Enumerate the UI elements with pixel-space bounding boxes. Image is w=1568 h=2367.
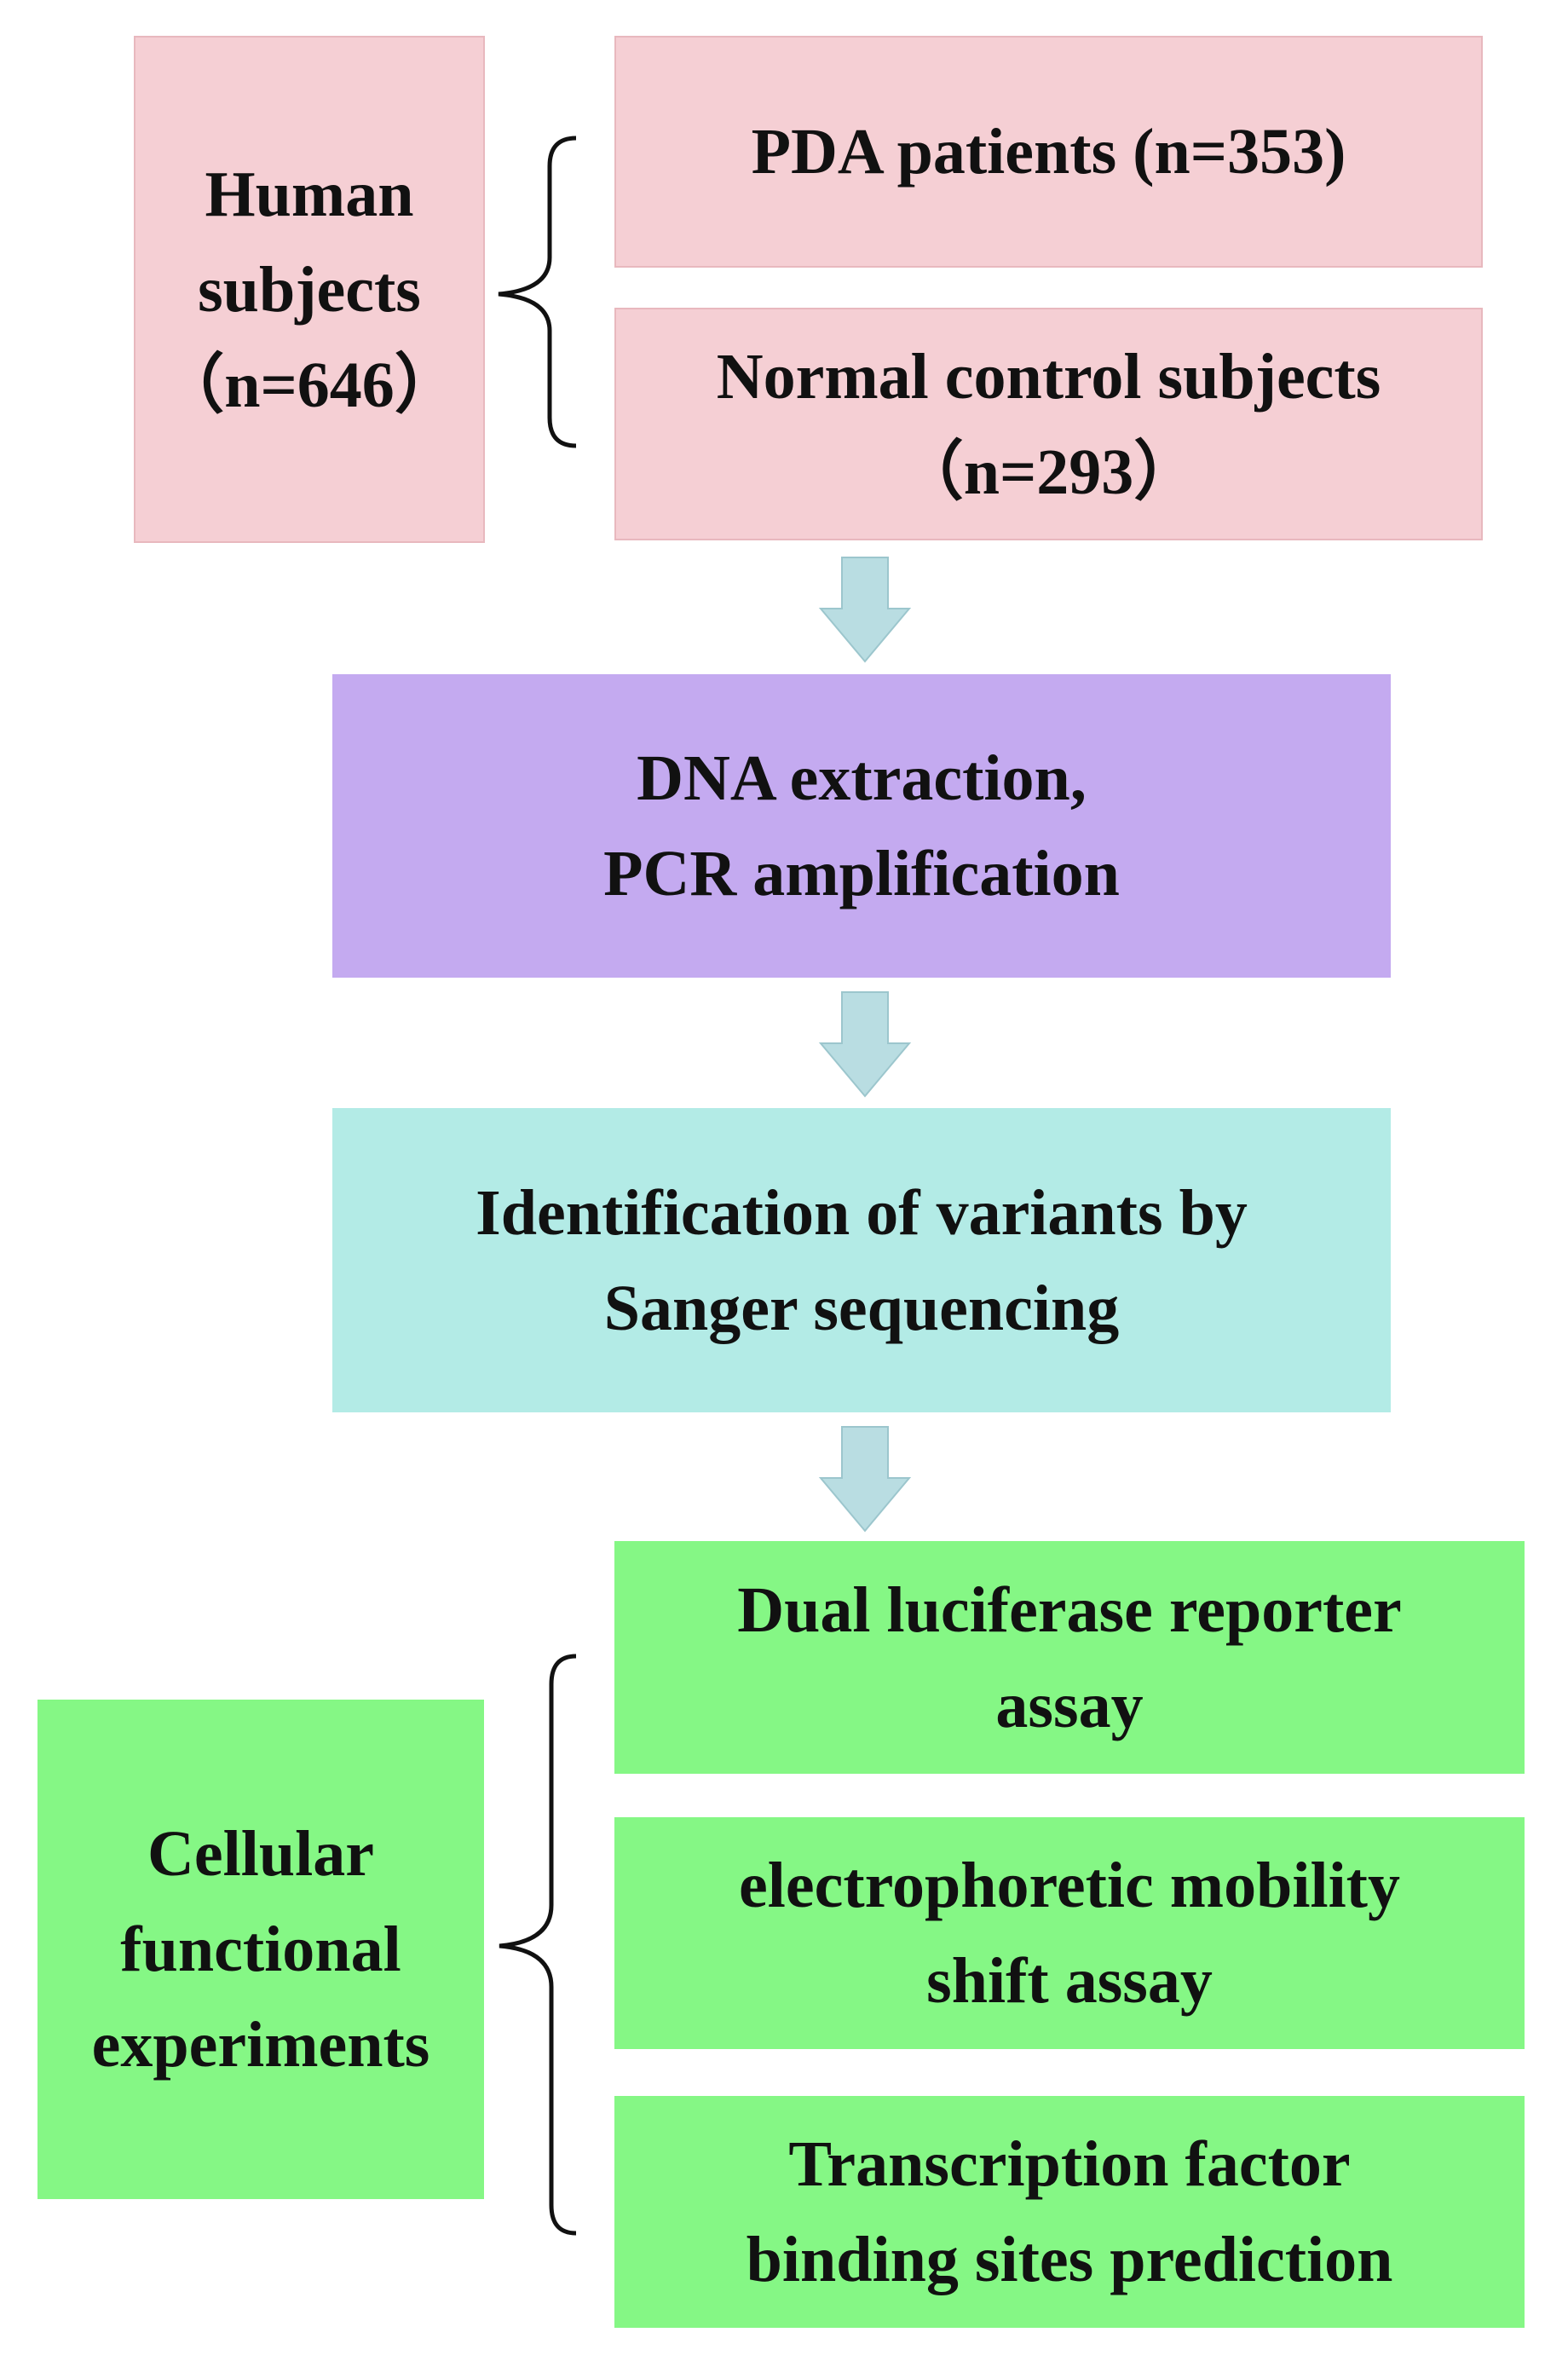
pda-patients-box: PDA patients (n=353): [614, 36, 1483, 268]
variant-identification-label: Identification of variants by: [476, 1176, 1248, 1249]
human-subjects-label-line2: subjects: [198, 253, 421, 326]
down-arrow-icon: [818, 1426, 912, 1533]
cellular-experiments-label-line1: Cellular: [147, 1818, 374, 1890]
normal-control-count: （n=293）: [898, 436, 1199, 508]
emsa-label-line1: electrophoretic mobility: [739, 1850, 1400, 1921]
emsa-label-line2: shift assay: [926, 1945, 1213, 2017]
down-arrow-icon: [818, 557, 912, 663]
down-arrow-icon: [818, 991, 912, 1098]
luciferase-assay-label-line2: assay: [995, 1669, 1144, 1741]
sanger-sequencing-label: Sanger sequencing: [603, 1272, 1120, 1344]
human-subjects-count: （n=646）: [159, 349, 459, 421]
tfbs-prediction-label-line1: Transcription factor: [788, 2128, 1351, 2200]
human-subjects-box: Human subjects （n=646）: [134, 36, 485, 543]
experiments-brace: [499, 1654, 577, 2236]
dna-extraction-box: DNA extraction, PCR amplification: [332, 674, 1391, 978]
subjects-brace: [498, 136, 577, 448]
tfbs-prediction-box: Transcription factor binding sites predi…: [614, 2096, 1525, 2328]
cellular-experiments-label-line2: functional: [120, 1914, 401, 1985]
emsa-box: electrophoretic mobility shift assay: [614, 1817, 1525, 2049]
luciferase-assay-box: Dual luciferase reporter assay: [614, 1541, 1525, 1774]
tfbs-prediction-label-line2: binding sites prediction: [746, 2224, 1393, 2295]
pcr-amplification-label: PCR amplification: [603, 838, 1120, 909]
dna-extraction-label: DNA extraction,: [637, 742, 1087, 814]
human-subjects-label-line1: Human: [205, 158, 414, 230]
cellular-experiments-box: Cellular functional experiments: [37, 1700, 484, 2199]
luciferase-assay-label-line1: Dual luciferase reporter: [737, 1573, 1402, 1646]
normal-control-label: Normal control subjects: [716, 340, 1381, 413]
pda-patients-label: PDA patients (n=353): [751, 116, 1346, 188]
normal-control-box: Normal control subjects （n=293）: [614, 308, 1483, 540]
variant-identification-box: Identification of variants by Sanger seq…: [332, 1108, 1391, 1412]
cellular-experiments-label-line3: experiments: [91, 2009, 430, 2081]
